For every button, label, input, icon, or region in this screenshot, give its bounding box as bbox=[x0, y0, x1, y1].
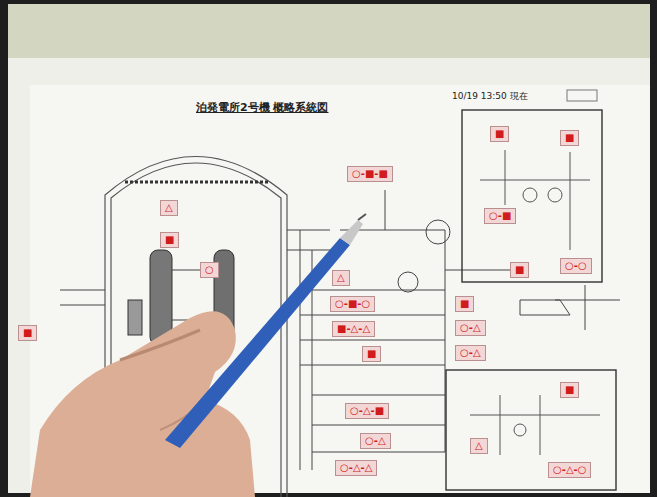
status-box: ■-△-△ bbox=[332, 321, 375, 337]
status-box: ○-△-△ bbox=[335, 460, 377, 476]
status-box: △ bbox=[332, 270, 350, 286]
status-box: ■ bbox=[490, 126, 509, 142]
status-box: ■ bbox=[510, 262, 529, 278]
status-symbols: ○-△-■ bbox=[350, 405, 384, 417]
top-band bbox=[8, 4, 650, 58]
status-symbols: ○-△-○ bbox=[553, 464, 586, 476]
status-box: ■ bbox=[160, 232, 179, 248]
status-box: △ bbox=[160, 200, 178, 216]
status-symbols: ○-△-△ bbox=[340, 462, 372, 474]
status-box: ○-■-■ bbox=[347, 166, 393, 182]
status-symbols: ■ bbox=[460, 298, 469, 310]
stamp-box bbox=[567, 90, 597, 101]
panels bbox=[446, 110, 616, 490]
status-box: ■ bbox=[362, 346, 381, 362]
status-symbols: ■ bbox=[23, 327, 32, 339]
status-box: △ bbox=[470, 438, 488, 454]
status-symbols: ○-△ bbox=[365, 435, 386, 447]
status-box: ■ bbox=[560, 382, 579, 398]
timestamp-label: 10/19 13:50 現在 bbox=[452, 90, 528, 103]
status-symbols: ○-△ bbox=[460, 322, 481, 334]
status-symbols: △ bbox=[337, 272, 345, 284]
status-box: ○-■-○ bbox=[330, 296, 375, 312]
status-symbols: ■ bbox=[165, 234, 174, 246]
status-box: ■ bbox=[18, 325, 37, 341]
status-symbols: ■-△-△ bbox=[337, 323, 370, 335]
status-box: ○-△ bbox=[455, 320, 486, 336]
status-symbols: ○-△ bbox=[460, 347, 481, 359]
hand-with-pen bbox=[30, 214, 366, 497]
status-box: ■ bbox=[455, 296, 474, 312]
status-box: ○-△ bbox=[455, 345, 486, 361]
status-box: ○ bbox=[200, 262, 219, 278]
status-box: ○-○ bbox=[560, 258, 592, 274]
status-box: ○-△-■ bbox=[345, 403, 389, 419]
status-symbols: ○-■ bbox=[489, 210, 511, 222]
status-box: ○-■ bbox=[484, 208, 516, 224]
status-symbols: ■ bbox=[495, 128, 504, 140]
status-box: ■ bbox=[560, 130, 579, 146]
status-symbols: ○ bbox=[205, 264, 214, 276]
status-symbols: ■ bbox=[367, 348, 376, 360]
status-box: ○-△-○ bbox=[548, 462, 591, 478]
status-symbols: ○-■-■ bbox=[352, 168, 388, 180]
status-symbols: ■ bbox=[515, 264, 524, 276]
panel-wiring bbox=[470, 150, 600, 455]
status-symbols: ■ bbox=[565, 384, 574, 396]
status-symbols: △ bbox=[475, 440, 483, 452]
status-box: ○-△ bbox=[360, 433, 391, 449]
status-symbols: △ bbox=[165, 202, 173, 214]
status-symbols: ■ bbox=[565, 132, 574, 144]
status-symbols: ○-○ bbox=[565, 260, 587, 272]
diagram-title: 泊発電所2号機 概略系統図 bbox=[196, 100, 328, 115]
status-symbols: ○-■-○ bbox=[335, 298, 370, 310]
